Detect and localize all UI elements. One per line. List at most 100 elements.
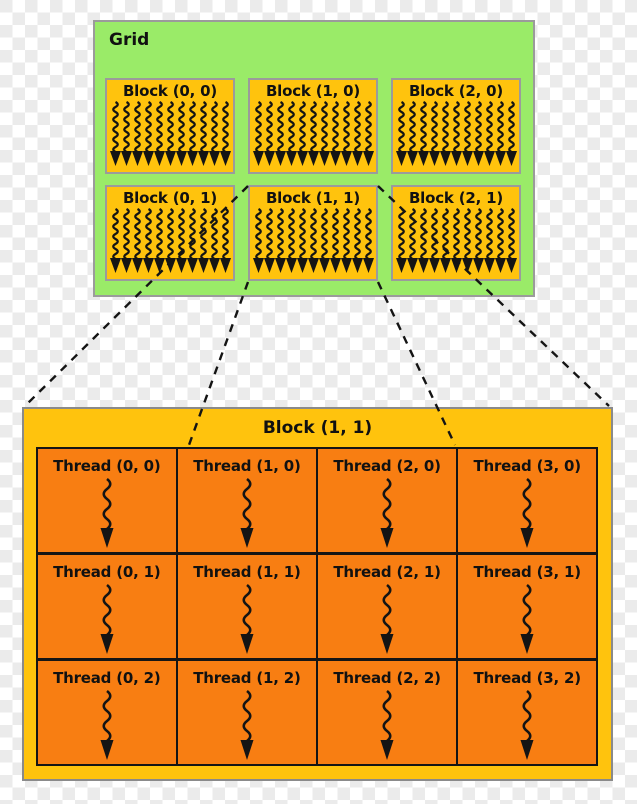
- squiggle-down-arrow-icon: [186, 101, 198, 166]
- squiggle-down-arrow-icon: [274, 208, 286, 273]
- thread-label: Thread (1, 2): [193, 668, 301, 687]
- squiggle-down-arrow-icon: [395, 208, 407, 273]
- squiggle-down-arrow-icon: [98, 475, 116, 551]
- thread-label: Thread (3, 1): [473, 562, 581, 581]
- squiggle-down-arrow-icon: [109, 101, 121, 166]
- squiggle-down-arrow-icon: [263, 101, 275, 166]
- thread-cell-0-0: Thread (0, 0): [38, 449, 176, 553]
- squiggle-down-arrow-icon: [307, 208, 319, 273]
- block-title: Block (1, 0): [265, 82, 361, 100]
- squiggle-down-arrow-icon: [395, 101, 407, 166]
- block-title: Block (0, 1): [122, 189, 218, 207]
- squiggle-down-arrow-icon: [380, 477, 394, 548]
- squiggle-down-arrow-icon: [318, 208, 330, 273]
- squiggle-down-arrow-icon: [238, 475, 256, 551]
- squiggle-down-arrow-icon: [186, 208, 198, 273]
- thread-label: Thread (2, 1): [333, 562, 441, 581]
- thread-squiggle-band: [395, 101, 517, 167]
- squiggle-down-arrow-icon: [98, 581, 116, 657]
- squiggle-down-arrow-icon: [219, 208, 231, 273]
- squiggle-down-arrow-icon: [380, 689, 394, 760]
- squiggle-down-arrow-icon: [520, 583, 534, 654]
- squiggle-down-arrow-icon: [505, 101, 517, 166]
- squiggle-down-arrow-icon: [472, 208, 484, 273]
- block-title: Block (2, 1): [408, 189, 504, 207]
- squiggle-down-arrow-icon: [340, 208, 352, 273]
- squiggle-down-arrow-icon: [263, 208, 275, 273]
- squiggle-down-arrow-icon: [439, 208, 451, 273]
- thread-table: Thread (0, 0) Thread (1, 0) Thread (2, 0…: [36, 447, 598, 766]
- squiggle-down-arrow-icon: [219, 101, 231, 166]
- squiggle-down-arrow-icon: [518, 475, 536, 551]
- squiggle-down-arrow-icon: [175, 208, 187, 273]
- squiggle-down-arrow-icon: [362, 101, 374, 166]
- thread-cell-2-2: Thread (2, 2): [318, 660, 456, 764]
- thread-label: Thread (1, 1): [193, 562, 301, 581]
- block-2-1: Block (2, 1): [391, 185, 521, 281]
- squiggle-down-arrow-icon: [417, 101, 429, 166]
- squiggle-down-arrow-icon: [175, 101, 187, 166]
- thread-label: Thread (0, 1): [53, 562, 161, 581]
- squiggle-down-arrow-icon: [461, 208, 473, 273]
- squiggle-down-arrow-icon: [238, 687, 256, 763]
- block-detail-box: Block (1, 1) Thread (0, 0) Thread (1, 0)…: [22, 407, 613, 781]
- squiggle-down-arrow-icon: [307, 101, 319, 166]
- thread-label: Thread (3, 2): [473, 668, 581, 687]
- squiggle-down-arrow-icon: [142, 208, 154, 273]
- squiggle-down-arrow-icon: [461, 101, 473, 166]
- block-title: Block (0, 0): [122, 82, 218, 100]
- squiggle-down-arrow-icon: [100, 477, 114, 548]
- squiggle-down-arrow-icon: [520, 689, 534, 760]
- thread-squiggle-band: [252, 208, 374, 274]
- thread-squiggle-band: [109, 101, 231, 167]
- thread-label: Thread (1, 0): [193, 457, 301, 475]
- squiggle-down-arrow-icon: [340, 101, 352, 166]
- squiggle-down-arrow-icon: [131, 101, 143, 166]
- squiggle-down-arrow-icon: [518, 687, 536, 763]
- block-detail-title: Block (1, 1): [262, 418, 373, 438]
- squiggle-down-arrow-icon: [274, 101, 286, 166]
- squiggle-down-arrow-icon: [406, 208, 418, 273]
- squiggle-down-arrow-icon: [380, 583, 394, 654]
- thread-cell-0-2: Thread (0, 2): [38, 660, 176, 764]
- squiggle-down-arrow-icon: [208, 101, 220, 166]
- squiggle-down-arrow-icon: [450, 208, 462, 273]
- squiggle-down-arrow-icon: [406, 101, 418, 166]
- squiggle-down-arrow-icon: [378, 687, 396, 763]
- squiggle-down-arrow-icon: [417, 208, 429, 273]
- squiggle-down-arrow-icon: [197, 208, 209, 273]
- squiggle-down-arrow-icon: [240, 477, 254, 548]
- squiggle-down-arrow-icon: [164, 101, 176, 166]
- thread-cell-1-2: Thread (1, 2): [178, 660, 316, 764]
- squiggle-down-arrow-icon: [450, 101, 462, 166]
- squiggle-down-arrow-icon: [285, 208, 297, 273]
- thread-label: Thread (2, 2): [333, 668, 441, 687]
- squiggle-down-arrow-icon: [153, 208, 165, 273]
- block-0-0: Block (0, 0): [105, 78, 235, 174]
- thread-squiggle-band: [395, 208, 517, 274]
- squiggle-down-arrow-icon: [131, 208, 143, 273]
- squiggle-down-arrow-icon: [252, 208, 264, 273]
- block-title: Block (2, 0): [408, 82, 504, 100]
- thread-cell-1-0: Thread (1, 0): [178, 449, 316, 553]
- squiggle-down-arrow-icon: [428, 208, 440, 273]
- squiggle-down-arrow-icon: [329, 208, 341, 273]
- squiggle-down-arrow-icon: [240, 689, 254, 760]
- squiggle-down-arrow-icon: [153, 101, 165, 166]
- thread-squiggle-band: [252, 101, 374, 167]
- squiggle-down-arrow-icon: [109, 208, 121, 273]
- squiggle-down-arrow-icon: [483, 208, 495, 273]
- squiggle-down-arrow-icon: [100, 689, 114, 760]
- thread-label: Thread (2, 0): [333, 457, 441, 475]
- thread-cell-0-1: Thread (0, 1): [38, 554, 176, 659]
- squiggle-down-arrow-icon: [329, 101, 341, 166]
- thread-cell-3-2: Thread (3, 2): [458, 660, 596, 764]
- squiggle-down-arrow-icon: [142, 101, 154, 166]
- block-title: Block (1, 1): [265, 189, 361, 207]
- thread-squiggle-band: [109, 208, 231, 274]
- squiggle-down-arrow-icon: [351, 208, 363, 273]
- squiggle-down-arrow-icon: [494, 101, 506, 166]
- thread-cell-1-1: Thread (1, 1): [178, 554, 316, 659]
- thread-cell-3-0: Thread (3, 0): [458, 449, 596, 553]
